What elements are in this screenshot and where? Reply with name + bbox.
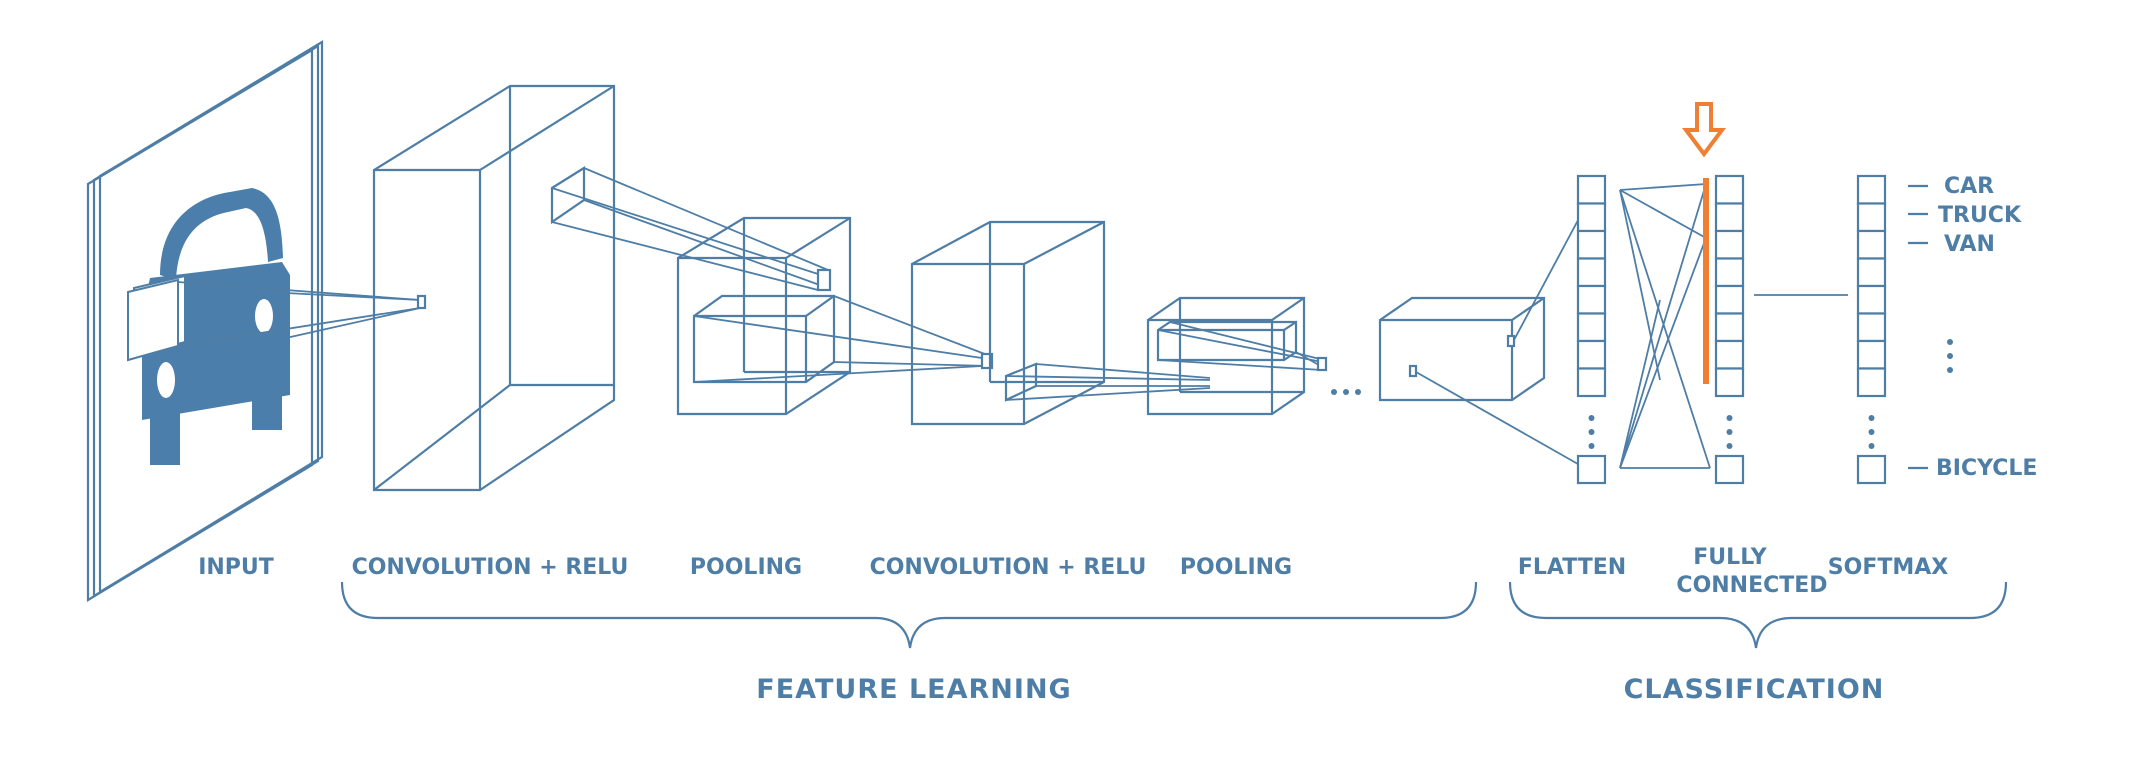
label-conv1: CONVOLUTION + RELU: [352, 555, 629, 580]
group-classification: CLASSIFICATION: [1624, 674, 1885, 705]
column-dot: [1726, 429, 1733, 435]
neuron-cell: [1714, 174, 1745, 205]
neuron-cell: [1576, 229, 1607, 260]
neuron-cell: [1576, 284, 1607, 315]
neuron-cell: [1714, 312, 1745, 343]
neuron-cell: [1714, 257, 1745, 288]
neuron-cell: [1714, 229, 1745, 260]
car-details: [127, 274, 427, 398]
classification-brace: [1508, 581, 2008, 649]
label-pool1: POOLING: [690, 555, 802, 580]
neuron-cell: [1856, 229, 1887, 260]
neuron-cell: [1856, 339, 1887, 370]
neuron-cell: [1714, 202, 1745, 233]
label-connected: CONNECTED: [1676, 573, 1827, 598]
group-feature-learning: FEATURE LEARNING: [756, 674, 1071, 705]
fc-connections: [1619, 183, 1848, 469]
label-flatten: FLATTEN: [1518, 555, 1626, 580]
output-label-car: CAR: [1944, 174, 1994, 199]
label-softmax: SOFTMAX: [1828, 555, 1949, 580]
output-ticks: [1908, 184, 1928, 470]
down-arrow-icon: [1682, 102, 1726, 158]
output-label-truck: TRUCK: [1938, 203, 2022, 228]
neuron-cell: [1856, 174, 1887, 205]
neuron-cell: [1856, 257, 1887, 288]
neuron-cell: [1714, 339, 1745, 370]
neuron-cell: [1576, 367, 1607, 398]
flatten-column: [1576, 174, 1607, 485]
label-input: INPUT: [198, 555, 274, 580]
conv1-volume: [372, 84, 829, 492]
neuron-cell: [1576, 339, 1607, 370]
feature-learning-brace: [340, 581, 1478, 649]
neuron-cell-last: [1714, 454, 1745, 485]
neuron-cell: [1576, 312, 1607, 343]
column-dot: [1588, 443, 1595, 449]
conv2-volume: [910, 220, 1211, 426]
input-image-stack: [86, 40, 324, 602]
output-label-van: VAN: [1944, 232, 1995, 257]
neuron-cell: [1576, 257, 1607, 288]
output-vertical-dots: [1947, 339, 1953, 373]
column-dot: [1726, 415, 1733, 421]
label-fully: FULLY: [1693, 545, 1768, 570]
neuron-cell: [1856, 202, 1887, 233]
neuron-cell: [1856, 284, 1887, 315]
neuron-cell: [1714, 284, 1745, 315]
neuron-cell: [1856, 367, 1887, 398]
neuron-cell-last: [1856, 454, 1887, 485]
neuron-cell-last: [1576, 454, 1607, 485]
neuron-cell: [1714, 367, 1745, 398]
column-dot: [1868, 443, 1875, 449]
neuron-cell: [1856, 312, 1887, 343]
column-dot: [1868, 429, 1875, 435]
pool2-volume: [1146, 296, 1328, 416]
ellipsis-dots: [1331, 389, 1361, 395]
softmax-column: [1856, 174, 1887, 485]
neuron-cell: [1576, 202, 1607, 233]
column-dot: [1588, 415, 1595, 421]
column-dot: [1868, 415, 1875, 421]
label-pool2: POOLING: [1180, 555, 1292, 580]
final-volume: [1378, 193, 1593, 473]
label-conv2: CONVOLUTION + RELU: [870, 555, 1147, 580]
fully-connected-column: [1714, 174, 1745, 485]
column-dot: [1726, 443, 1733, 449]
output-label-bicycle: BICYCLE: [1936, 456, 2037, 481]
column-dot: [1588, 429, 1595, 435]
neuron-cell: [1576, 174, 1607, 205]
